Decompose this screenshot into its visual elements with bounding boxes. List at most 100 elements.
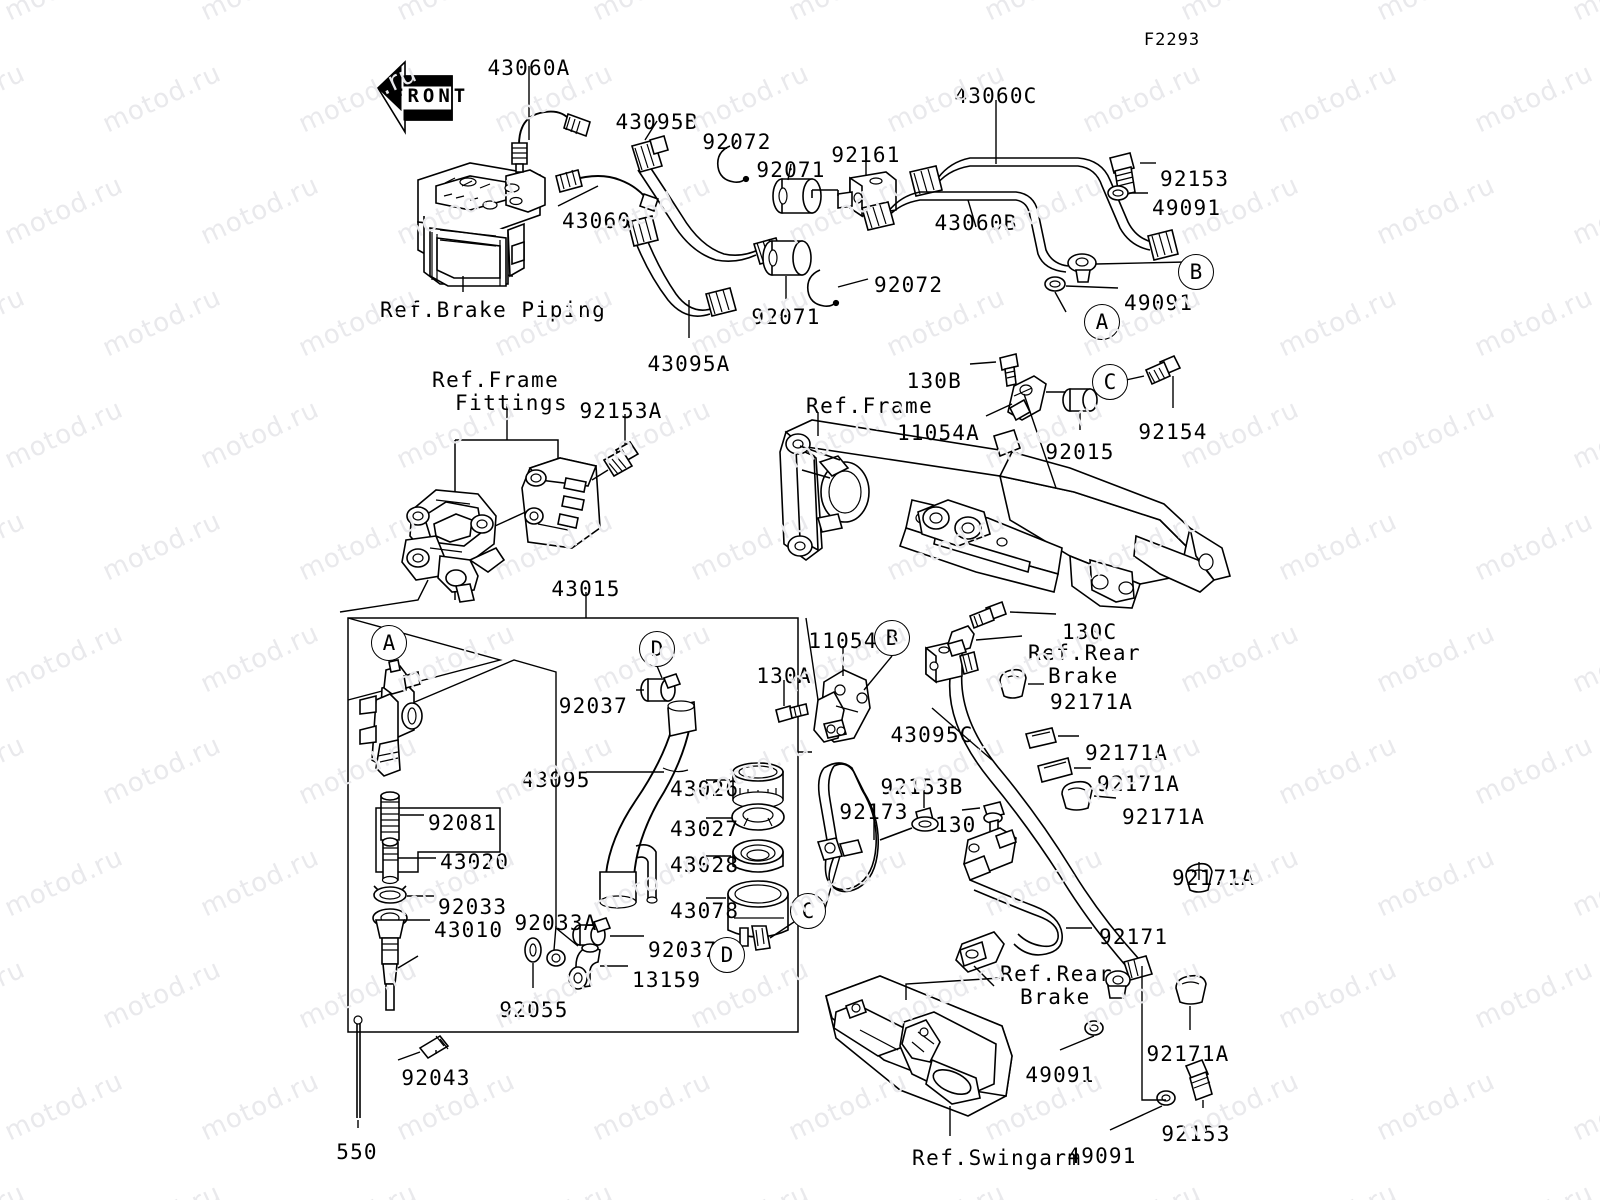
ref-brake-piping: Ref.Brake Piping xyxy=(380,298,607,322)
part-label-92033[interactable]: 92033 xyxy=(438,895,508,919)
part-label-92043[interactable]: 92043 xyxy=(401,1066,471,1090)
part-label-43095[interactable]: 43095 xyxy=(521,768,591,792)
part-label-43060B[interactable]: 43060B xyxy=(934,211,1018,235)
ref-frame-fittings-2: Fittings xyxy=(455,391,569,415)
part-label-92153[interactable]: 92153 xyxy=(1161,1122,1231,1146)
part-label-43060C[interactable]: 43060C xyxy=(954,84,1038,108)
part-label-43060[interactable]: 43060 xyxy=(562,209,632,233)
bolt-130A xyxy=(776,680,808,722)
washer-49091-mid xyxy=(1045,277,1118,312)
clamp-92171A-1 xyxy=(1000,670,1044,698)
part-label-43095A[interactable]: 43095A xyxy=(647,352,731,376)
ref-frame-fittings-1: Ref.Frame xyxy=(432,368,560,392)
callout-circle-a-3[interactable]: A xyxy=(371,625,407,661)
cotter-pin-550 xyxy=(354,1016,362,1128)
part-label-92153[interactable]: 92153 xyxy=(1160,167,1230,191)
callout-circle-d-4[interactable]: D xyxy=(639,631,675,667)
callout-circle-a-0[interactable]: A xyxy=(1084,304,1120,340)
clamp-92171A-3 xyxy=(1038,758,1091,782)
part-label-43015[interactable]: 43015 xyxy=(551,577,621,601)
frame-assembly xyxy=(780,412,1230,608)
callout-circle-c-6[interactable]: C xyxy=(790,893,826,929)
part-label-43095B[interactable]: 43095B xyxy=(615,110,699,134)
part-label-92037[interactable]: 92037 xyxy=(558,694,628,718)
caliper-bracket xyxy=(522,458,608,548)
ref-rear-brake-1b: Brake xyxy=(1048,664,1119,688)
part-label-92171A[interactable]: 92171A xyxy=(1097,772,1181,796)
circlip-92033 xyxy=(374,886,434,903)
part-label-11054[interactable]: 11054 xyxy=(808,629,878,653)
part-label-130A[interactable]: 130A xyxy=(756,664,812,688)
part-label-92055[interactable]: 92055 xyxy=(499,998,569,1022)
part-label-49091[interactable]: 49091 xyxy=(1124,291,1194,315)
part-label-92153A[interactable]: 92153A xyxy=(579,399,663,423)
part-label-92071[interactable]: 92071 xyxy=(751,305,821,329)
part-label-92173[interactable]: 92173 xyxy=(839,800,909,824)
pushrod-43010 xyxy=(373,909,430,1010)
part-label-43027[interactable]: 43027 xyxy=(670,817,740,841)
part-label-92171A[interactable]: 92171A xyxy=(1050,690,1134,714)
callout-circle-d-7[interactable]: D xyxy=(709,937,745,973)
part-label-43020[interactable]: 43020 xyxy=(440,850,510,874)
hose-43095C xyxy=(926,642,1152,998)
part-label-43060A[interactable]: 43060A xyxy=(487,56,571,80)
oring-92055 xyxy=(525,938,541,988)
part-label-92171A[interactable]: 92171A xyxy=(1122,805,1206,829)
part-label-130B[interactable]: 130B xyxy=(906,369,962,393)
bolt-130 xyxy=(962,802,1004,856)
callout-circle-b-1[interactable]: B xyxy=(1178,254,1214,290)
part-label-92072[interactable]: 92072 xyxy=(702,130,772,154)
part-label-92071[interactable]: 92071 xyxy=(756,158,826,182)
bushing-92071-bottom xyxy=(763,241,811,299)
part-label-550[interactable]: 550 xyxy=(336,1140,378,1164)
part-label-92081[interactable]: 92081 xyxy=(428,811,498,835)
leader-to-B-callout xyxy=(1096,262,1186,264)
part-label-49091[interactable]: 49091 xyxy=(1152,196,1222,220)
part-label-130C[interactable]: 130C xyxy=(1062,620,1118,644)
part-label-11054A[interactable]: 11054A xyxy=(896,421,980,445)
part-label-92171A[interactable]: 92171A xyxy=(1172,866,1256,890)
part-label-43078[interactable]: 43078 xyxy=(670,899,740,923)
part-label-43028[interactable]: 43028 xyxy=(670,853,740,877)
callout-circle-c-2[interactable]: C xyxy=(1092,364,1128,400)
part-label-43026[interactable]: 43026 xyxy=(670,777,740,801)
front-arrow-label: FRONT xyxy=(392,85,470,107)
part-label-13159[interactable]: 13159 xyxy=(632,968,702,992)
part-label-49091[interactable]: 49091 xyxy=(1025,1063,1095,1087)
oring-92033A xyxy=(547,926,565,966)
hose-guide-92173 xyxy=(790,763,878,912)
clamp-92171A-5 xyxy=(1186,862,1212,892)
part-label-92161[interactable]: 92161 xyxy=(831,143,901,167)
pin-92043 xyxy=(398,1036,448,1060)
ref-frame: Ref.Frame xyxy=(806,394,934,418)
part-label-92171[interactable]: 92171 xyxy=(1099,925,1169,949)
clamp-92171A-4 xyxy=(1062,782,1116,810)
hose-guide-92171 xyxy=(956,828,1092,986)
part-label-92037[interactable]: 92037 xyxy=(648,938,718,962)
part-label-92154[interactable]: 92154 xyxy=(1138,420,1208,444)
bolt-92153A xyxy=(604,414,638,476)
piston-kit-box xyxy=(376,808,500,872)
abs-modulator xyxy=(418,163,545,292)
part-label-43010[interactable]: 43010 xyxy=(434,918,504,942)
leader-hose-end xyxy=(1142,966,1166,1100)
pipe-43060A xyxy=(512,66,590,172)
part-label-130[interactable]: 130 xyxy=(935,813,977,837)
callout-circle-b-5[interactable]: B xyxy=(874,620,910,656)
part-label-92171A[interactable]: 92171A xyxy=(1146,1042,1230,1066)
reservoir-cap-43026 xyxy=(706,763,783,808)
part-label-43095C[interactable]: 43095C xyxy=(890,723,974,747)
clamp-92171A-6 xyxy=(1176,976,1206,1030)
part-label-92033A[interactable]: 92033A xyxy=(514,911,598,935)
pipe-43060B xyxy=(862,192,1096,282)
diaphragm-plate-43027 xyxy=(706,804,784,830)
part-label-92015[interactable]: 92015 xyxy=(1045,440,1115,464)
boot-92081 xyxy=(381,792,424,840)
swingarm xyxy=(826,976,1012,1136)
clip-92072-bottom xyxy=(808,270,868,306)
part-label-92171A[interactable]: 92171A xyxy=(1085,741,1169,765)
part-label-92153B[interactable]: 92153B xyxy=(880,775,964,799)
hose-43095A xyxy=(628,216,736,338)
part-label-49091[interactable]: 49091 xyxy=(1067,1144,1137,1168)
part-label-92072[interactable]: 92072 xyxy=(874,273,944,297)
